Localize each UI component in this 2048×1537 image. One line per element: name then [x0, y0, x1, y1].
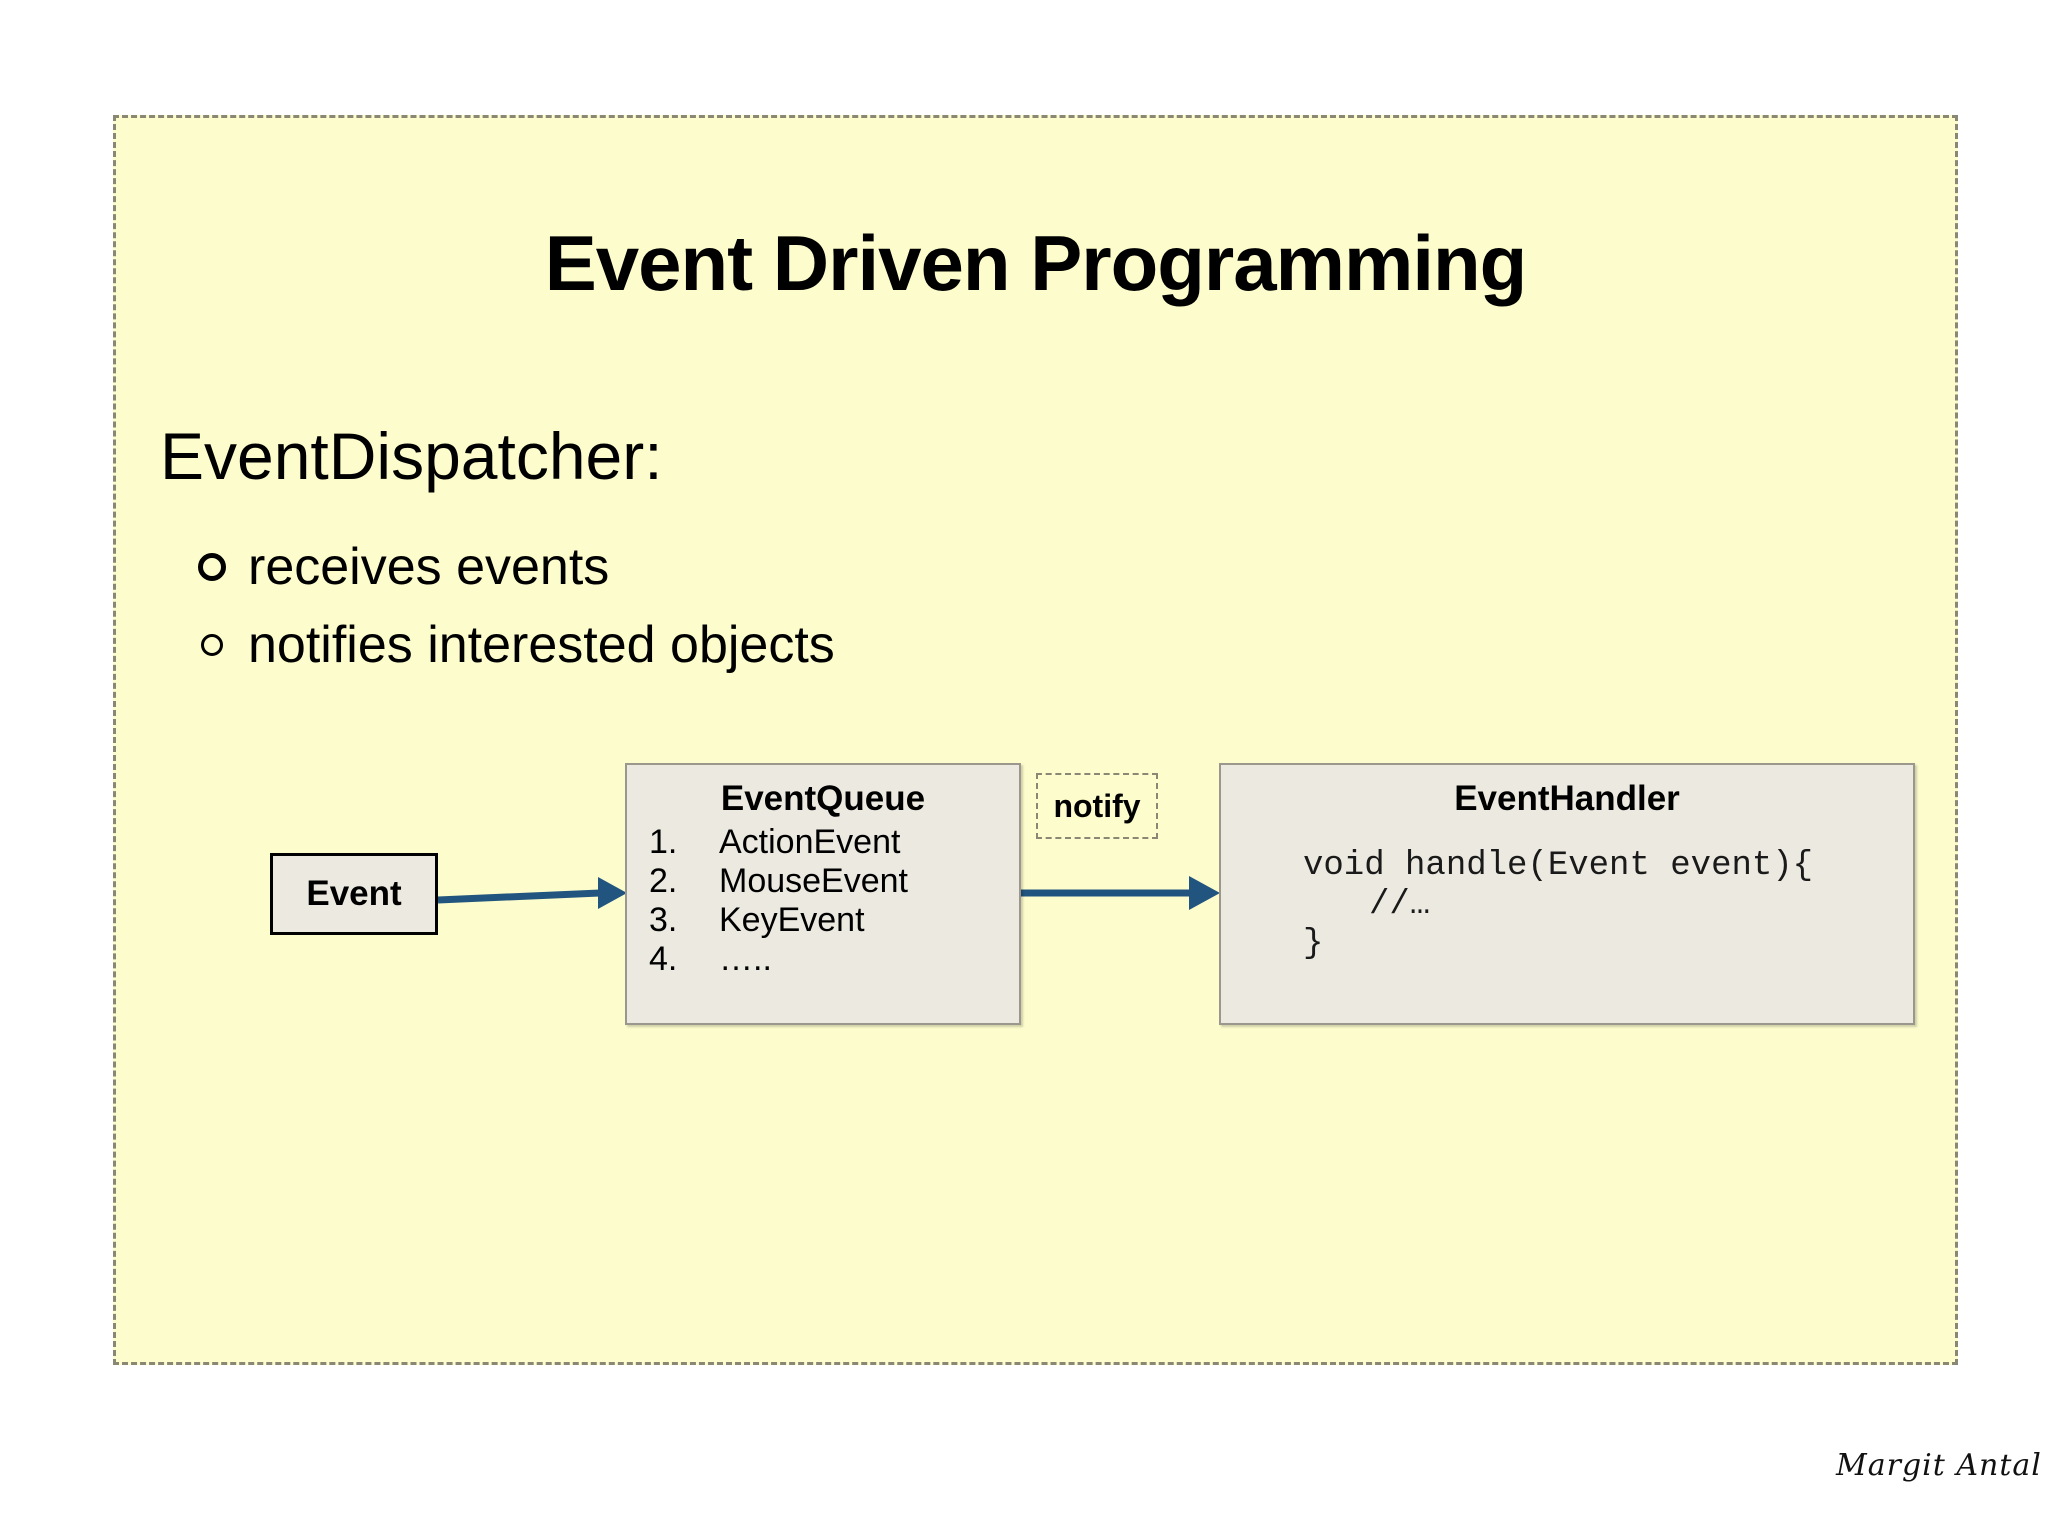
code-line: }	[1303, 925, 1324, 964]
event-handler-box: EventHandler void handle(Event event){ /…	[1219, 763, 1915, 1025]
list-item-label: KeyEvent	[719, 901, 865, 939]
event-box-title: Event	[306, 874, 402, 913]
list-item-label: …..	[719, 940, 772, 978]
list-item-label: receives events	[248, 538, 610, 596]
bullet-list: receives events notifies interested obje…	[176, 528, 1176, 684]
code-line: void handle(Event event){	[1303, 847, 1814, 885]
list-item-index: 2.	[649, 862, 678, 900]
list-item: 3. KeyEvent	[627, 903, 1019, 937]
list-item: 4. …..	[627, 942, 1019, 976]
event-box: Event	[270, 853, 438, 935]
list-item: 2. MouseEvent	[627, 864, 1019, 898]
list-item-label: ActionEvent	[719, 823, 901, 861]
section-heading: EventDispatcher:	[160, 419, 663, 493]
slide-canvas: Event Driven Programming EventDispatcher…	[113, 115, 1958, 1365]
event-handler-title: EventHandler	[1454, 779, 1680, 818]
list-item: 1. ActionEvent	[627, 825, 1019, 859]
hollow-circle-icon	[176, 553, 248, 581]
notify-label-text: notify	[1053, 787, 1141, 824]
list-item-index: 1.	[649, 823, 678, 861]
hollow-circle-icon	[176, 634, 248, 656]
event-queue-box: EventQueue 1. ActionEvent 2. MouseEvent …	[625, 763, 1021, 1025]
list-item-index: 3.	[649, 901, 678, 939]
page-title: Event Driven Programming	[544, 219, 1528, 307]
list-item: notifies interested objects	[176, 606, 1176, 684]
code-line: //…	[1369, 886, 1431, 925]
list-item-label: MouseEvent	[719, 862, 908, 900]
list-item-label: notifies interested objects	[248, 616, 835, 674]
arrow-event-to-queue	[437, 877, 627, 909]
notify-label: notify	[1036, 773, 1158, 839]
arrow-queue-to-handler	[1021, 876, 1220, 910]
list-item-index: 4.	[649, 940, 678, 978]
event-queue-title: EventQueue	[720, 779, 926, 818]
author-signature: Margit Antal	[1836, 1448, 2042, 1483]
list-item: receives events	[176, 528, 1176, 606]
